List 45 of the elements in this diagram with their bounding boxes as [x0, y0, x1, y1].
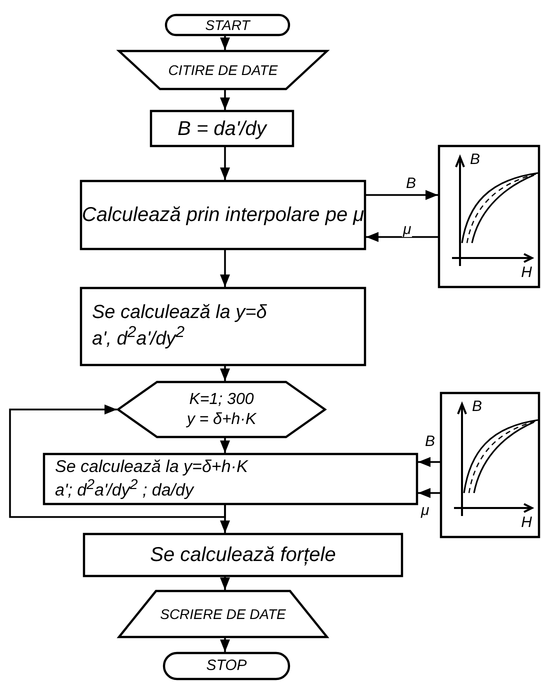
arrow [418, 488, 440, 498]
arrow [9, 404, 226, 518]
step-text: Calculează prin interpolare pe μ [82, 203, 364, 227]
arrow [220, 36, 230, 50]
input-trapezoid [118, 50, 328, 90]
process-box [80, 180, 366, 250]
terminal-shape [165, 14, 290, 36]
step-text: B = da'/dy [178, 116, 266, 140]
axis-label: B [472, 398, 482, 416]
axis-label: H [521, 264, 532, 282]
axis-label: B [470, 151, 480, 169]
process-box [43, 453, 418, 505]
step-text: Se calculează la y=δ+h·K [55, 456, 248, 478]
arrow [220, 90, 230, 110]
arrow [366, 190, 438, 200]
step-text: START [205, 16, 250, 34]
edge-label: B [405, 176, 418, 191]
step-text: a'; d$^{2}$a'/dy$^{2}$ ; da/dy [55, 477, 194, 502]
edge-label: B [424, 434, 436, 449]
arrow [220, 438, 230, 453]
arrow [220, 250, 230, 287]
step-text: CITIRE DE DATE [168, 62, 278, 78]
arrow [220, 366, 230, 381]
step-text: Se calculează forțele [150, 543, 336, 567]
loop-condition: K=1; 300 [189, 390, 254, 410]
step-text: SCRIERE DE DATE [160, 606, 286, 622]
output-trapezoid [118, 590, 328, 638]
terminal-shape [163, 652, 290, 680]
axis-label: H [521, 514, 532, 532]
step-text: a', d$^{2}$a'/dy$^{2}$ [92, 324, 184, 352]
process-box [83, 533, 403, 577]
arrow [220, 505, 230, 533]
arrow [220, 638, 230, 652]
step-text: Se calculează la y=δ [92, 302, 267, 324]
bh-curve-chart [440, 392, 540, 538]
loop-hexagon [117, 381, 326, 438]
step-text: STOP [206, 657, 247, 675]
arrow [220, 577, 230, 590]
arrow [418, 456, 440, 468]
process-box [80, 287, 366, 366]
arrow [220, 147, 230, 180]
arrow [366, 232, 438, 242]
bh-curve-chart [438, 145, 540, 288]
process-box [150, 110, 294, 147]
loop-condition: y = δ+h·K [186, 410, 256, 429]
